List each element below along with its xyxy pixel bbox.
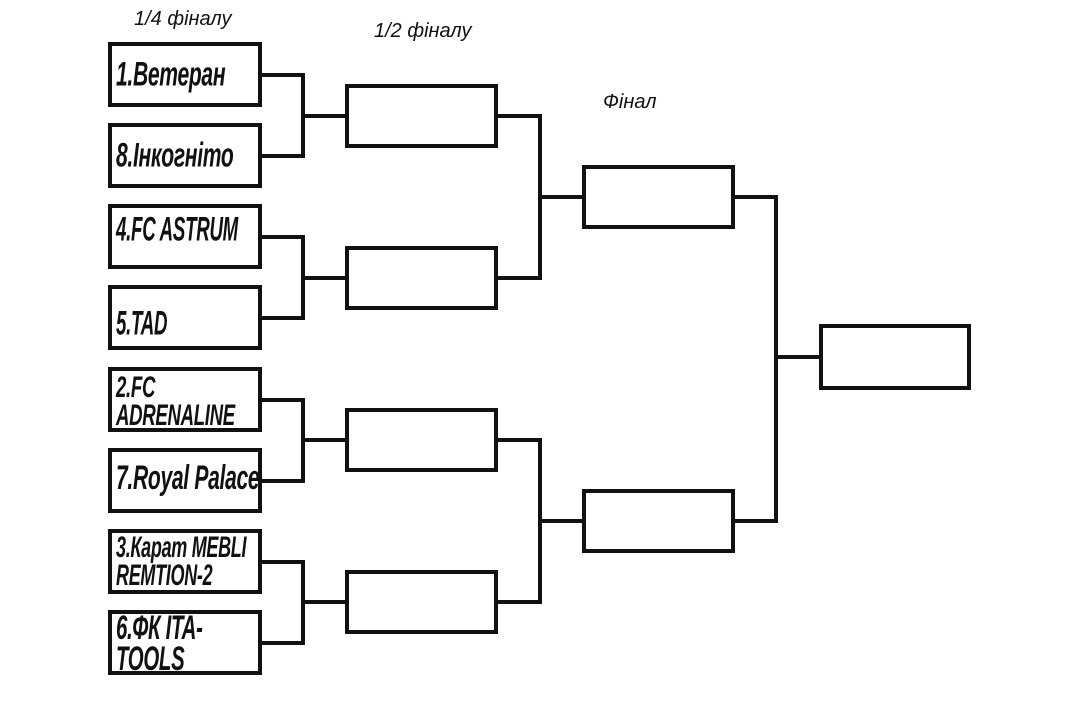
round-label-final: Фінал	[603, 91, 657, 113]
connector-qf4	[262, 560, 305, 645]
team-name: 6.ФК ITA-TOOLS	[116, 610, 203, 675]
qf-slot-4: 5.TAD	[108, 285, 262, 350]
qf-slot-7: 3.Карат MEBLI REMTION-2	[108, 529, 262, 594]
team-name: 2.FC ADRENALINE	[116, 370, 235, 432]
sf-slot-3	[345, 408, 498, 472]
champion-slot	[819, 324, 971, 390]
team-name: 5.TAD	[116, 304, 168, 343]
qf-slot-2: 8.Інкогніто	[108, 123, 262, 188]
connector-final	[735, 195, 778, 523]
team-name: 1.Ветеран	[116, 55, 226, 93]
team-name: 3.Карат MEBLI REMTION-2	[116, 530, 247, 592]
connector-qf2	[262, 235, 305, 320]
round-label-quarterfinal: 1/4 фіналу	[134, 8, 232, 30]
connector-sf2	[498, 438, 542, 604]
final-slot-1	[582, 165, 735, 229]
qf-slot-3: 4.FC ASTRUM	[108, 204, 262, 269]
qf-slot-8: 6.ФК ITA-TOOLS	[108, 610, 262, 675]
connector-qf3	[262, 398, 305, 483]
team-name: 8.Інкогніто	[116, 136, 234, 174]
connector-qf1	[262, 73, 305, 158]
qf-slot-1: 1.Ветеран	[108, 42, 262, 107]
sf-slot-2	[345, 246, 498, 310]
team-name: 4.FC ASTRUM	[116, 210, 238, 249]
connector-sf1	[498, 114, 542, 280]
sf-slot-4	[345, 570, 498, 634]
final-slot-2	[582, 489, 735, 553]
qf-slot-5: 2.FC ADRENALINE	[108, 367, 262, 432]
qf-slot-6: 7.Royal Palace	[108, 448, 262, 513]
team-name: 7.Royal Palace	[116, 458, 260, 497]
round-label-semifinal: 1/2 фіналу	[374, 20, 472, 42]
sf-slot-1	[345, 84, 498, 148]
